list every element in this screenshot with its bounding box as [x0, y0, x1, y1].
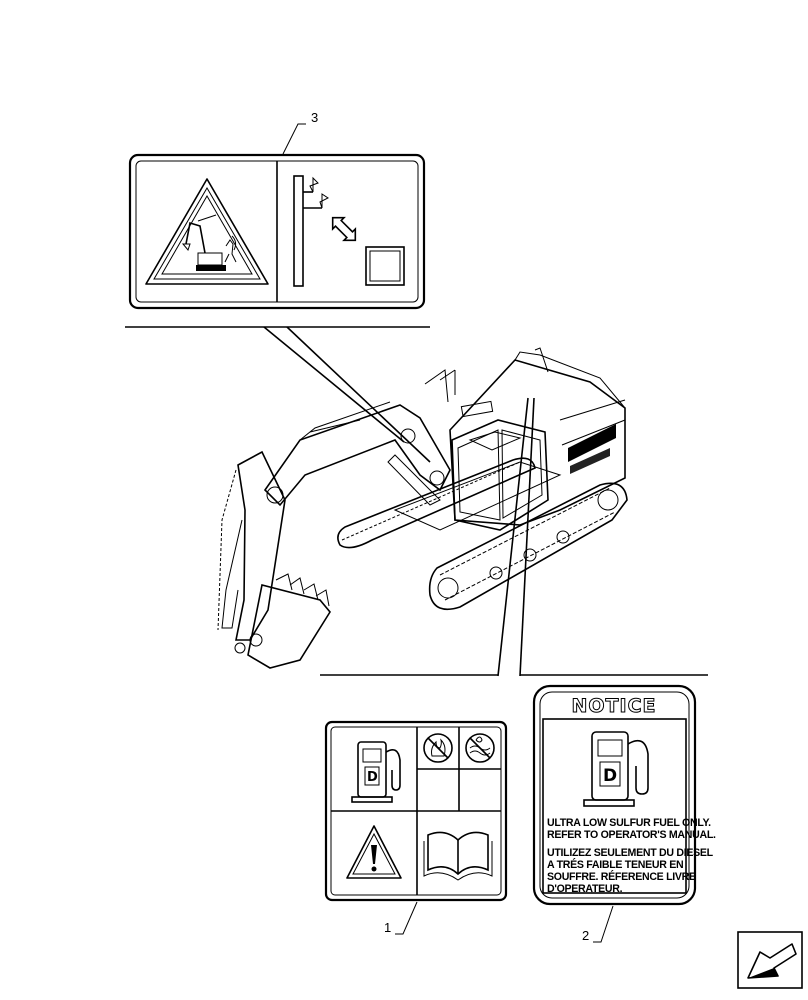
- bucket: [234, 573, 331, 669]
- excavator-illustration: [125, 326, 708, 676]
- swing-clearance-icon: [293, 175, 405, 287]
- notice-line-4: A TRÉS FAIBLE TENEUR EN: [547, 858, 683, 871]
- excavator-swing-warning-icon: [145, 178, 269, 285]
- callout-1-number: 1: [384, 920, 391, 935]
- callout-2: 2: [582, 905, 614, 943]
- arm: [217, 450, 286, 641]
- decal-3-swing-warning: [128, 153, 426, 310]
- notice-line-6: D'OPERATEUR.: [547, 883, 623, 895]
- notice-line-2: REFER TO OPERATOR'S MANUAL.: [547, 829, 716, 841]
- fuel-pump-diesel-icon: D: [583, 731, 649, 807]
- callout-2-number: 2: [582, 928, 589, 943]
- operators-manual-icon: [423, 831, 493, 881]
- boom: [263, 401, 451, 507]
- fuel-pump-diesel-icon: D: [351, 741, 401, 803]
- operator-cab: [451, 419, 549, 531]
- callout-3: 3: [282, 110, 318, 155]
- decal-1-fuel-caution: D: [324, 720, 508, 902]
- notice-line-3: UTILIZEZ SEULEMENT DU DIESEL: [547, 847, 714, 859]
- rear-track: [337, 457, 536, 549]
- callout-1: 1: [384, 901, 418, 935]
- next-page-arrow-icon[interactable]: [737, 931, 803, 989]
- notice-line-1: ULTRA LOW SULFUR FUEL ONLY.: [547, 817, 711, 829]
- notice-title: NOTICE: [571, 695, 656, 717]
- upper-structure: [439, 351, 626, 526]
- no-open-flame-icon: [423, 733, 453, 763]
- svg-text:D: D: [367, 770, 378, 785]
- caution-triangle-icon: [346, 825, 402, 879]
- notice-line-5: SOUFFRE. RÉFERENCE LIVRE: [547, 870, 696, 883]
- svg-text:D: D: [603, 766, 617, 786]
- no-water-icon: [465, 733, 495, 763]
- front-track: [428, 482, 628, 611]
- callout-3-number: 3: [311, 110, 318, 125]
- decal-2-notice-ulsd: NOTICE D ULTRA LOW SULFUR FUEL ONLY. REF…: [532, 684, 716, 906]
- engine-grille: [568, 424, 616, 474]
